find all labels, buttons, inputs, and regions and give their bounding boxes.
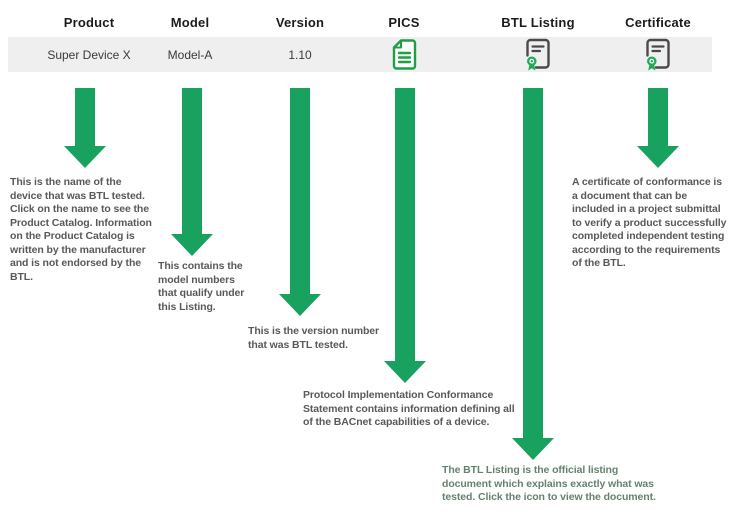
arrow-pics-icon (384, 88, 426, 383)
note-model: This contains the model numbers that qua… (158, 260, 245, 313)
listing-certificate-icon[interactable] (524, 38, 552, 72)
column-header-pics: PICS (388, 15, 420, 30)
arrow-btl-listing-icon (512, 88, 554, 460)
product-name-link[interactable]: Super Device X (47, 47, 131, 62)
note-pics: Protocol Implementation Conformance Stat… (303, 389, 515, 428)
version-value: 1.10 (288, 47, 312, 62)
note-btl-listing: The BTL Listing is the official listing … (442, 464, 656, 503)
column-header-product: Product (63, 15, 115, 30)
column-header-certificate: Certificate (625, 15, 691, 30)
model-value: Model-A (167, 47, 213, 62)
certificate-seal-icon[interactable] (644, 38, 672, 72)
column-header-version: Version (275, 15, 325, 30)
arrow-product-icon (64, 88, 106, 168)
arrow-model-icon (171, 88, 213, 256)
note-version: This is the version number that was BTL … (248, 325, 380, 351)
column-header-model: Model (170, 15, 210, 30)
column-header-btl-listing: BTL Listing (501, 15, 575, 30)
pics-document-icon[interactable] (392, 39, 417, 70)
arrow-version-icon (279, 88, 321, 316)
table-row (8, 37, 712, 72)
arrow-certificate-icon (637, 88, 679, 168)
note-product: This is the name of the device that was … (10, 176, 152, 283)
note-certificate: A certificate of conformance is a docume… (572, 176, 727, 269)
